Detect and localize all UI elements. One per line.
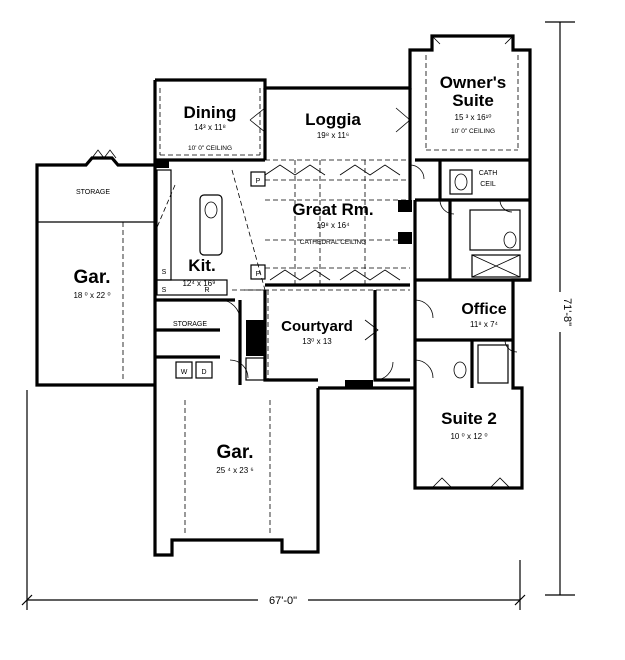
room-ceiling-owners-suite: 10' 0" CEILING bbox=[451, 128, 495, 135]
room-size-great-room: 19⁸ x 16⁴ bbox=[316, 221, 350, 230]
storage-label-mid: STORAGE bbox=[173, 321, 207, 328]
cath-ceil-label-line1: CATH bbox=[479, 170, 498, 177]
fixtures bbox=[156, 169, 521, 384]
room-size-garage-main: 25 ⁴ x 23 ⁶ bbox=[216, 466, 253, 475]
room-size-suite2: 10 ⁰ x 12 ⁰ bbox=[450, 432, 487, 441]
room-label-garage-main: Gar. bbox=[217, 442, 254, 463]
room-ceiling-dining: 10' 0" CEILING bbox=[188, 145, 232, 152]
overall-depth-label: 71'-8" bbox=[561, 298, 573, 326]
overall-width-label: 67'-0" bbox=[269, 595, 297, 607]
room-labels: Dining 14³ x 11⁸ 10' 0" CEILING Loggia 1… bbox=[73, 73, 506, 475]
room-size-kitchen: 12⁴ x 16⁹ bbox=[182, 279, 215, 288]
beam-lines bbox=[122, 55, 519, 535]
room-label-kitchen: Kit. bbox=[188, 256, 215, 275]
dryer-label: D bbox=[201, 369, 206, 376]
room-label-office: Office bbox=[461, 301, 506, 318]
room-size-office: 11⁸ x 7⁴ bbox=[470, 320, 499, 329]
room-label-loggia: Loggia bbox=[305, 110, 361, 129]
room-ceiling-great-room: CATHEDRAL CEILING bbox=[300, 239, 366, 246]
storage-label-top: STORAGE bbox=[76, 189, 110, 196]
pantry-label-1: P bbox=[256, 178, 261, 185]
shelf-label-2: S bbox=[162, 287, 167, 294]
room-label-owners-suite-line1: Owner's bbox=[440, 73, 506, 92]
fridge-label: R bbox=[204, 287, 209, 294]
doors bbox=[91, 35, 518, 489]
overall-dimension-labels: 67'-0" 71'-8" bbox=[258, 292, 573, 607]
room-label-dining: Dining bbox=[184, 103, 237, 122]
room-size-garage-left: 18 ⁰ x 22 ⁰ bbox=[73, 291, 110, 300]
interior-walls bbox=[155, 88, 530, 388]
room-label-suite2: Suite 2 bbox=[441, 409, 497, 428]
pantry-label-2: P bbox=[256, 271, 261, 278]
room-size-courtyard: 13⁰ x 13 bbox=[302, 337, 332, 346]
room-size-loggia: 19⁸ x 11⁶ bbox=[317, 131, 349, 140]
cath-ceil-label-line2: CEIL bbox=[480, 181, 496, 188]
room-label-great-room: Great Rm. bbox=[292, 200, 373, 219]
room-label-owners-suite-line2: Suite bbox=[452, 91, 494, 110]
room-label-courtyard: Courtyard bbox=[281, 318, 353, 335]
room-size-dining: 14³ x 11⁸ bbox=[194, 123, 226, 132]
shelf-label-1: S bbox=[162, 269, 167, 276]
washer-label: W bbox=[181, 369, 188, 376]
room-label-garage-left: Gar. bbox=[74, 267, 111, 288]
room-size-owners-suite: 15 ³ x 16¹⁰ bbox=[455, 113, 492, 122]
